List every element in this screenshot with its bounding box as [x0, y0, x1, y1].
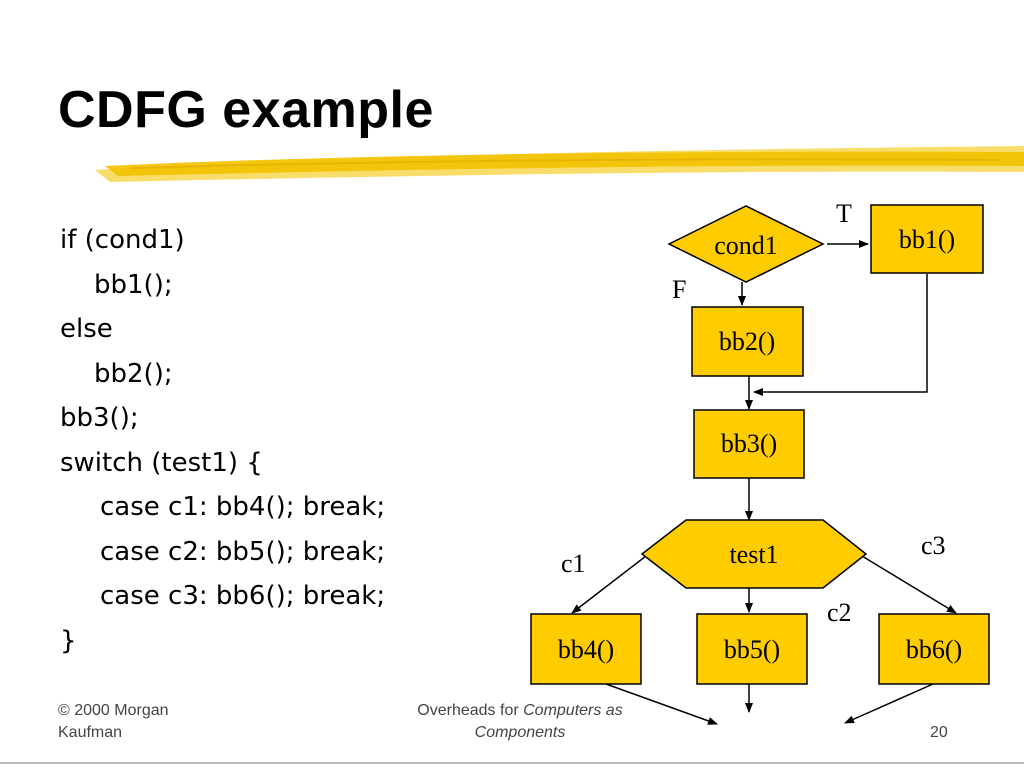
- bottom-rule: [0, 762, 1024, 764]
- edge-test1-bb6: [861, 555, 957, 614]
- node-bb3: bb3(): [693, 409, 805, 479]
- slide-title: CDFG example: [58, 81, 434, 139]
- edge-label-false: F: [672, 275, 686, 304]
- node-label-test1: test1: [729, 540, 778, 569]
- node-label-cond1: cond1: [714, 231, 778, 260]
- node-bb1: bb1(): [870, 204, 984, 274]
- node-label-bb3: bb3(): [721, 429, 777, 458]
- edge-label-true: T: [836, 199, 852, 228]
- node-bb5: bb5(): [696, 613, 808, 685]
- footer-overheads: Overheads for Computers as Components: [340, 700, 700, 744]
- code-line: bb2();: [94, 358, 173, 389]
- node-bb4: bb4(): [530, 613, 642, 685]
- code-line: bb1();: [94, 269, 173, 300]
- code-block: if (cond1) bb1(); else bb2(); bb3(); swi…: [60, 218, 385, 663]
- edges: [571, 240, 957, 725]
- edge-test1-bb4: [571, 555, 647, 614]
- code-line: else: [60, 314, 113, 344]
- footer-book-title-part2: Components: [474, 724, 566, 741]
- edge-bb6-exit: [844, 683, 934, 724]
- node-cond1: cond1: [667, 205, 825, 283]
- node-label-bb2: bb2(): [719, 327, 775, 356]
- node-test1: test1: [640, 519, 868, 589]
- footer-book-title-part1: Computers as: [523, 702, 623, 719]
- code-line: case c1: bb4(); break;: [100, 492, 386, 522]
- page-number: 20: [930, 724, 948, 741]
- footer-copyright-line1: © 2000 Morgan: [58, 702, 169, 719]
- node-label-bb6: bb6(): [906, 635, 962, 664]
- edge-bb1-merge: [753, 274, 928, 396]
- title-underline: [95, 146, 1024, 182]
- footer-copyright-line2: Kaufman: [58, 724, 123, 741]
- node-bb2: bb2(): [691, 306, 804, 377]
- node-label-bb5: bb5(): [724, 635, 780, 664]
- edge-label-c2: c2: [827, 598, 852, 627]
- edge-label-c1: c1: [561, 549, 586, 578]
- node-bb6: bb6(): [878, 613, 990, 685]
- code-line: if (cond1): [60, 225, 185, 255]
- node-label-bb4: bb4(): [558, 635, 614, 664]
- footer-overheads-prefix: Overheads for: [417, 702, 524, 719]
- code-line: case c3: bb6(); break;: [100, 581, 386, 611]
- edge-label-c3: c3: [921, 531, 946, 560]
- code-line: case c2: bb5(); break;: [100, 536, 386, 567]
- edge-bb4-exit: [605, 683, 718, 725]
- code-line: }: [60, 625, 77, 656]
- code-line: switch (test1) {: [60, 447, 263, 478]
- footer-copyright: © 2000 Morgan Kaufman: [58, 700, 169, 744]
- node-label-bb1: bb1(): [899, 225, 955, 254]
- code-line: bb3();: [60, 403, 139, 433]
